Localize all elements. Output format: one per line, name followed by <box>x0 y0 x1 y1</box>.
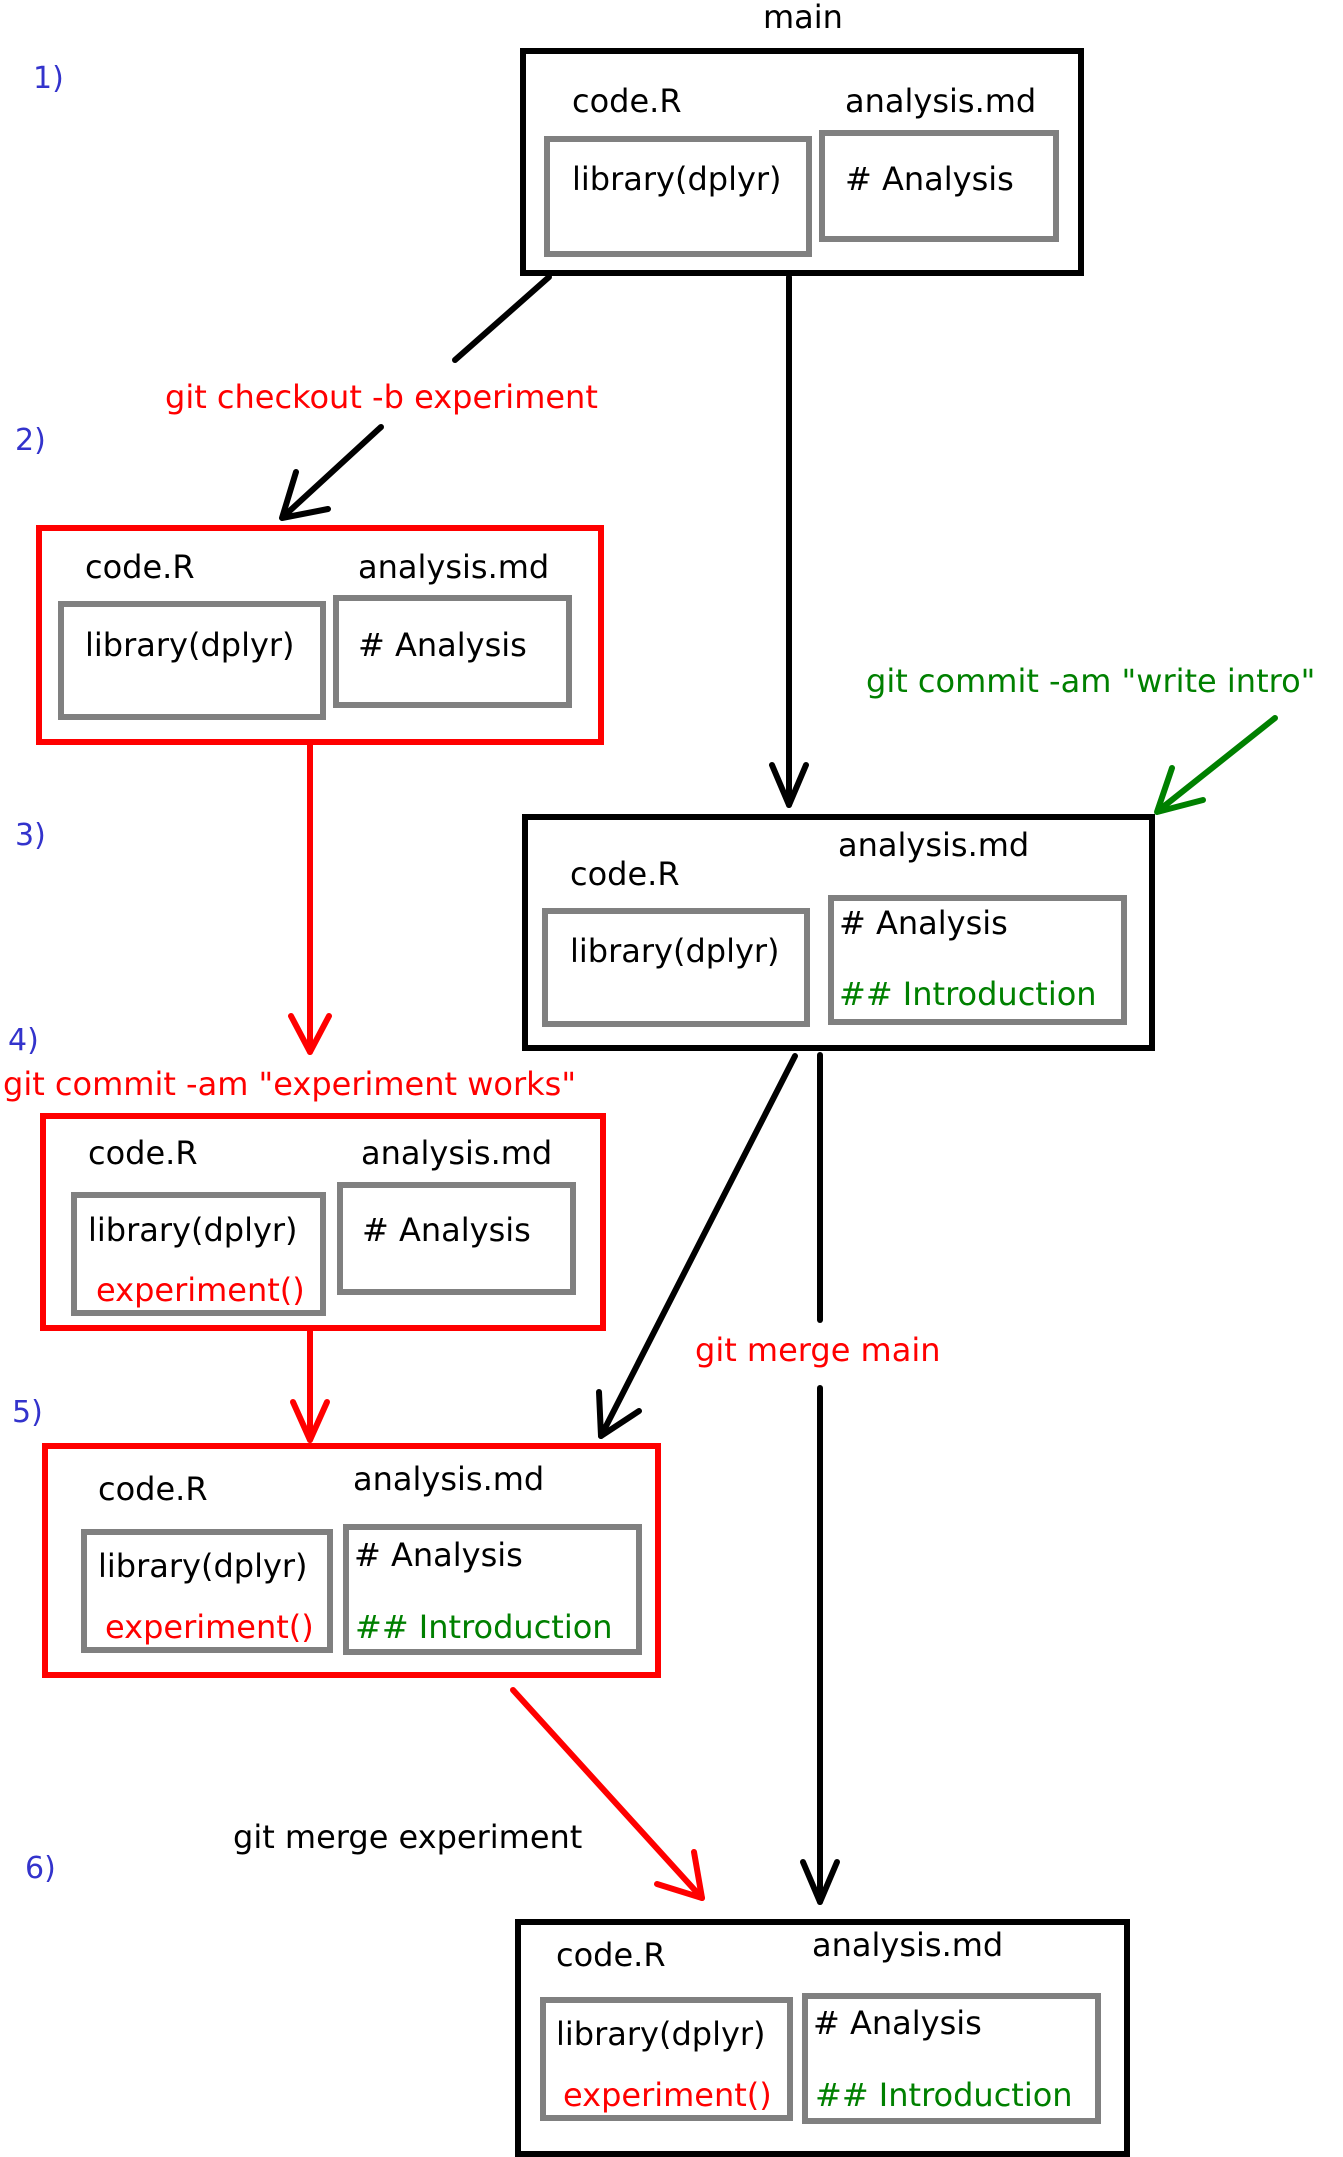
file-code <box>542 908 810 1027</box>
file-name-analysis: analysis.md <box>812 1926 1003 1964</box>
file-name-analysis: analysis.md <box>353 1460 544 1498</box>
commit-frame <box>520 48 1084 276</box>
step-label-5: 5) <box>12 1395 43 1430</box>
commit-box-5-experiment-merged: code.R analysis.md library(dplyr) experi… <box>42 1443 661 1678</box>
commit-frame <box>515 1919 1130 2157</box>
code-line-experiment: experiment() <box>105 1608 314 1646</box>
arrow-merge-experiment-into-main <box>510 1687 705 1901</box>
commit-box-4-experiment: code.R analysis.md library(dplyr) experi… <box>40 1113 606 1331</box>
arrow-merge-main-into-experiment <box>596 1053 798 1439</box>
analysis-line-heading: # Analysis <box>358 626 527 664</box>
code-line-library: library(dplyr) <box>85 626 295 664</box>
file-analysis <box>333 595 572 708</box>
commit-frame <box>40 1113 606 1331</box>
file-code <box>71 1192 326 1316</box>
file-name-code: code.R <box>556 1936 666 1974</box>
file-code <box>58 601 326 720</box>
commit-box-3-main: code.R analysis.md library(dplyr) # Anal… <box>522 814 1155 1051</box>
arrow-main-to-commit3 <box>769 274 809 808</box>
commit-frame <box>36 525 604 745</box>
commit-box-6-main-merged: code.R analysis.md library(dplyr) experi… <box>515 1919 1130 2157</box>
code-line-library: library(dplyr) <box>88 1211 298 1249</box>
code-line-library: library(dplyr) <box>572 160 782 198</box>
file-analysis <box>337 1182 576 1295</box>
step-label-1: 1) <box>33 61 64 96</box>
commit-frame <box>522 814 1155 1051</box>
file-name-code: code.R <box>88 1134 198 1172</box>
analysis-line-heading: # Analysis <box>845 160 1014 198</box>
code-line-library: library(dplyr) <box>556 2015 766 2053</box>
file-analysis <box>828 895 1127 1025</box>
code-line-library: library(dplyr) <box>570 932 780 970</box>
analysis-line-intro: ## Introduction <box>839 975 1097 1013</box>
file-name-code: code.R <box>85 548 195 586</box>
arrow-checkout <box>279 274 552 521</box>
branch-label-main: main <box>763 0 843 36</box>
code-line-experiment: experiment() <box>96 1271 305 1309</box>
analysis-line-heading: # Analysis <box>354 1536 523 1574</box>
command-merge-main: git merge main <box>695 1331 941 1369</box>
analysis-line-heading: # Analysis <box>362 1211 531 1249</box>
commit-frame <box>42 1443 661 1678</box>
command-merge-experiment: git merge experiment <box>233 1818 582 1856</box>
code-line-experiment: experiment() <box>563 2076 772 2114</box>
command-checkout: git checkout -b experiment <box>165 378 598 416</box>
step-label-2: 2) <box>15 423 46 458</box>
file-analysis <box>819 130 1059 242</box>
file-name-analysis: analysis.md <box>361 1134 552 1172</box>
line-main-continues <box>800 1052 840 1905</box>
file-code <box>81 1529 333 1653</box>
file-name-code: code.R <box>572 82 682 120</box>
arrow-commit4-to-commit5 <box>290 1328 330 1443</box>
file-code <box>544 136 812 257</box>
command-commit-intro: git commit -am "write intro" <box>866 662 1315 700</box>
arrow-commit-intro <box>1154 715 1278 815</box>
commit-box-2-experiment: code.R analysis.md library(dplyr) # Anal… <box>36 525 604 745</box>
file-analysis <box>802 1993 1101 2124</box>
analysis-line-heading: # Analysis <box>839 904 1008 942</box>
arrow-experiment-to-commit4 <box>288 742 332 1055</box>
analysis-line-heading: # Analysis <box>813 2004 982 2042</box>
file-code <box>540 1997 793 2121</box>
file-name-code: code.R <box>570 855 680 893</box>
file-name-analysis: analysis.md <box>358 548 549 586</box>
code-line-library: library(dplyr) <box>98 1547 308 1585</box>
commit-box-1-main: code.R analysis.md library(dplyr) # Anal… <box>520 48 1084 276</box>
file-name-analysis: analysis.md <box>845 82 1036 120</box>
step-label-3: 3) <box>15 818 46 853</box>
analysis-line-intro: ## Introduction <box>355 1608 613 1646</box>
step-label-6: 6) <box>25 1851 56 1886</box>
command-commit-experiment: git commit -am "experiment works" <box>3 1065 576 1103</box>
step-label-4: 4) <box>8 1023 39 1058</box>
file-analysis <box>343 1524 642 1655</box>
file-name-code: code.R <box>98 1470 208 1508</box>
file-name-analysis: analysis.md <box>838 826 1029 864</box>
analysis-line-intro: ## Introduction <box>815 2076 1073 2114</box>
